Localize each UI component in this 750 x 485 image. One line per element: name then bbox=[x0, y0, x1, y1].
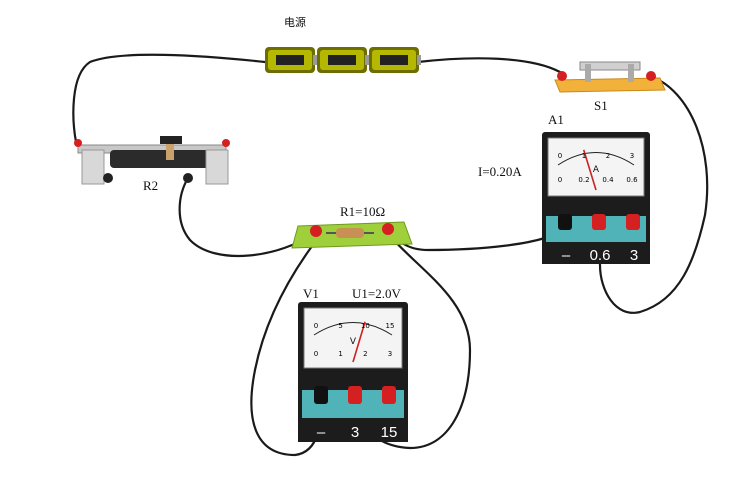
ammeter-scale-bottom-tick: 0.6 bbox=[626, 176, 638, 184]
voltmeter-scale-top-tick: 0 bbox=[314, 322, 318, 330]
voltmeter-terminal-labels: – 3 15 bbox=[317, 424, 398, 441]
ammeter-a1: A 0 1 2 3 0 0.2 0.4 0.6 – 0.6 3 bbox=[542, 132, 650, 264]
battery-pack bbox=[265, 47, 421, 73]
ammeter-label: A1 bbox=[548, 112, 564, 127]
voltmeter-scale-bottom-tick: 0 bbox=[314, 350, 318, 358]
voltmeter-label: V1 bbox=[303, 286, 319, 301]
voltmeter-scale-top-tick: 5 bbox=[338, 322, 342, 330]
voltmeter-scale-labels: 0 5 10 15 0 1 2 3 bbox=[314, 322, 395, 358]
ammeter-scale-top-tick: 0 bbox=[558, 152, 562, 160]
wire-ammeter-to-resistor bbox=[386, 226, 567, 252]
voltmeter-terminal-label: 3 bbox=[351, 424, 359, 441]
ammeter-scale-top-tick: 1 bbox=[582, 152, 586, 160]
wire-battery-to-rheostat bbox=[72, 53, 267, 144]
ammeter-terminal-label: 3 bbox=[630, 247, 638, 264]
battery-cell bbox=[265, 47, 317, 73]
ammeter-scale-bottom-tick: 0.4 bbox=[602, 176, 614, 184]
wire-resistor-to-rheostat bbox=[178, 176, 318, 257]
wires bbox=[72, 53, 709, 457]
resistor-label: R1=10Ω bbox=[340, 204, 386, 219]
voltmeter-unit: V bbox=[350, 337, 357, 347]
resistor-r1 bbox=[291, 221, 413, 249]
ammeter-terminal-label: 0.6 bbox=[590, 247, 611, 264]
power-source-label: 电源 bbox=[284, 16, 306, 29]
switch-s1 bbox=[554, 61, 666, 93]
voltmeter-scale-arc bbox=[313, 322, 393, 336]
ammeter-scale-labels: 0 1 2 3 0 0.2 0.4 0.6 bbox=[558, 152, 638, 184]
rheostat-r2 bbox=[74, 136, 230, 185]
current-reading: I=0.20A bbox=[478, 164, 522, 179]
rheostat-label: R2 bbox=[143, 178, 159, 193]
wire-switch-to-ammeter bbox=[596, 74, 709, 314]
voltmeter-terminal-label: – bbox=[317, 424, 326, 441]
voltmeter-scale-bottom-tick: 2 bbox=[363, 350, 367, 358]
ammeter-unit: A bbox=[593, 165, 600, 175]
voltmeter-scale-top-tick: 10 bbox=[361, 322, 370, 330]
battery-cell bbox=[317, 47, 369, 73]
voltmeter-scale-bottom-tick: 1 bbox=[338, 350, 342, 358]
switch-label: S1 bbox=[594, 98, 608, 113]
ammeter-scale-top-tick: 2 bbox=[606, 152, 610, 160]
voltmeter-scale-bottom-tick: 3 bbox=[388, 350, 392, 358]
ammeter-scale-bottom-tick: 0.2 bbox=[578, 176, 589, 184]
ammeter-scale-top-tick: 3 bbox=[630, 152, 634, 160]
voltmeter-v1: V 0 5 10 15 0 1 2 3 – 3 15 bbox=[298, 302, 408, 442]
ammeter-scale-bottom-tick: 0 bbox=[558, 176, 562, 184]
ammeter-terminal-label: – bbox=[562, 247, 571, 264]
ammeter-scale-arc bbox=[557, 152, 635, 166]
voltage-reading: U1=2.0V bbox=[352, 286, 401, 301]
wire-battery-to-switch bbox=[416, 57, 562, 74]
voltmeter-terminal-label: 15 bbox=[381, 424, 398, 441]
voltmeter-needle bbox=[352, 321, 366, 363]
battery-cell bbox=[369, 47, 421, 73]
voltmeter-scale-top-tick: 15 bbox=[386, 322, 395, 330]
ammeter-terminal-labels: – 0.6 3 bbox=[562, 247, 638, 264]
ammeter-needle bbox=[582, 149, 597, 191]
